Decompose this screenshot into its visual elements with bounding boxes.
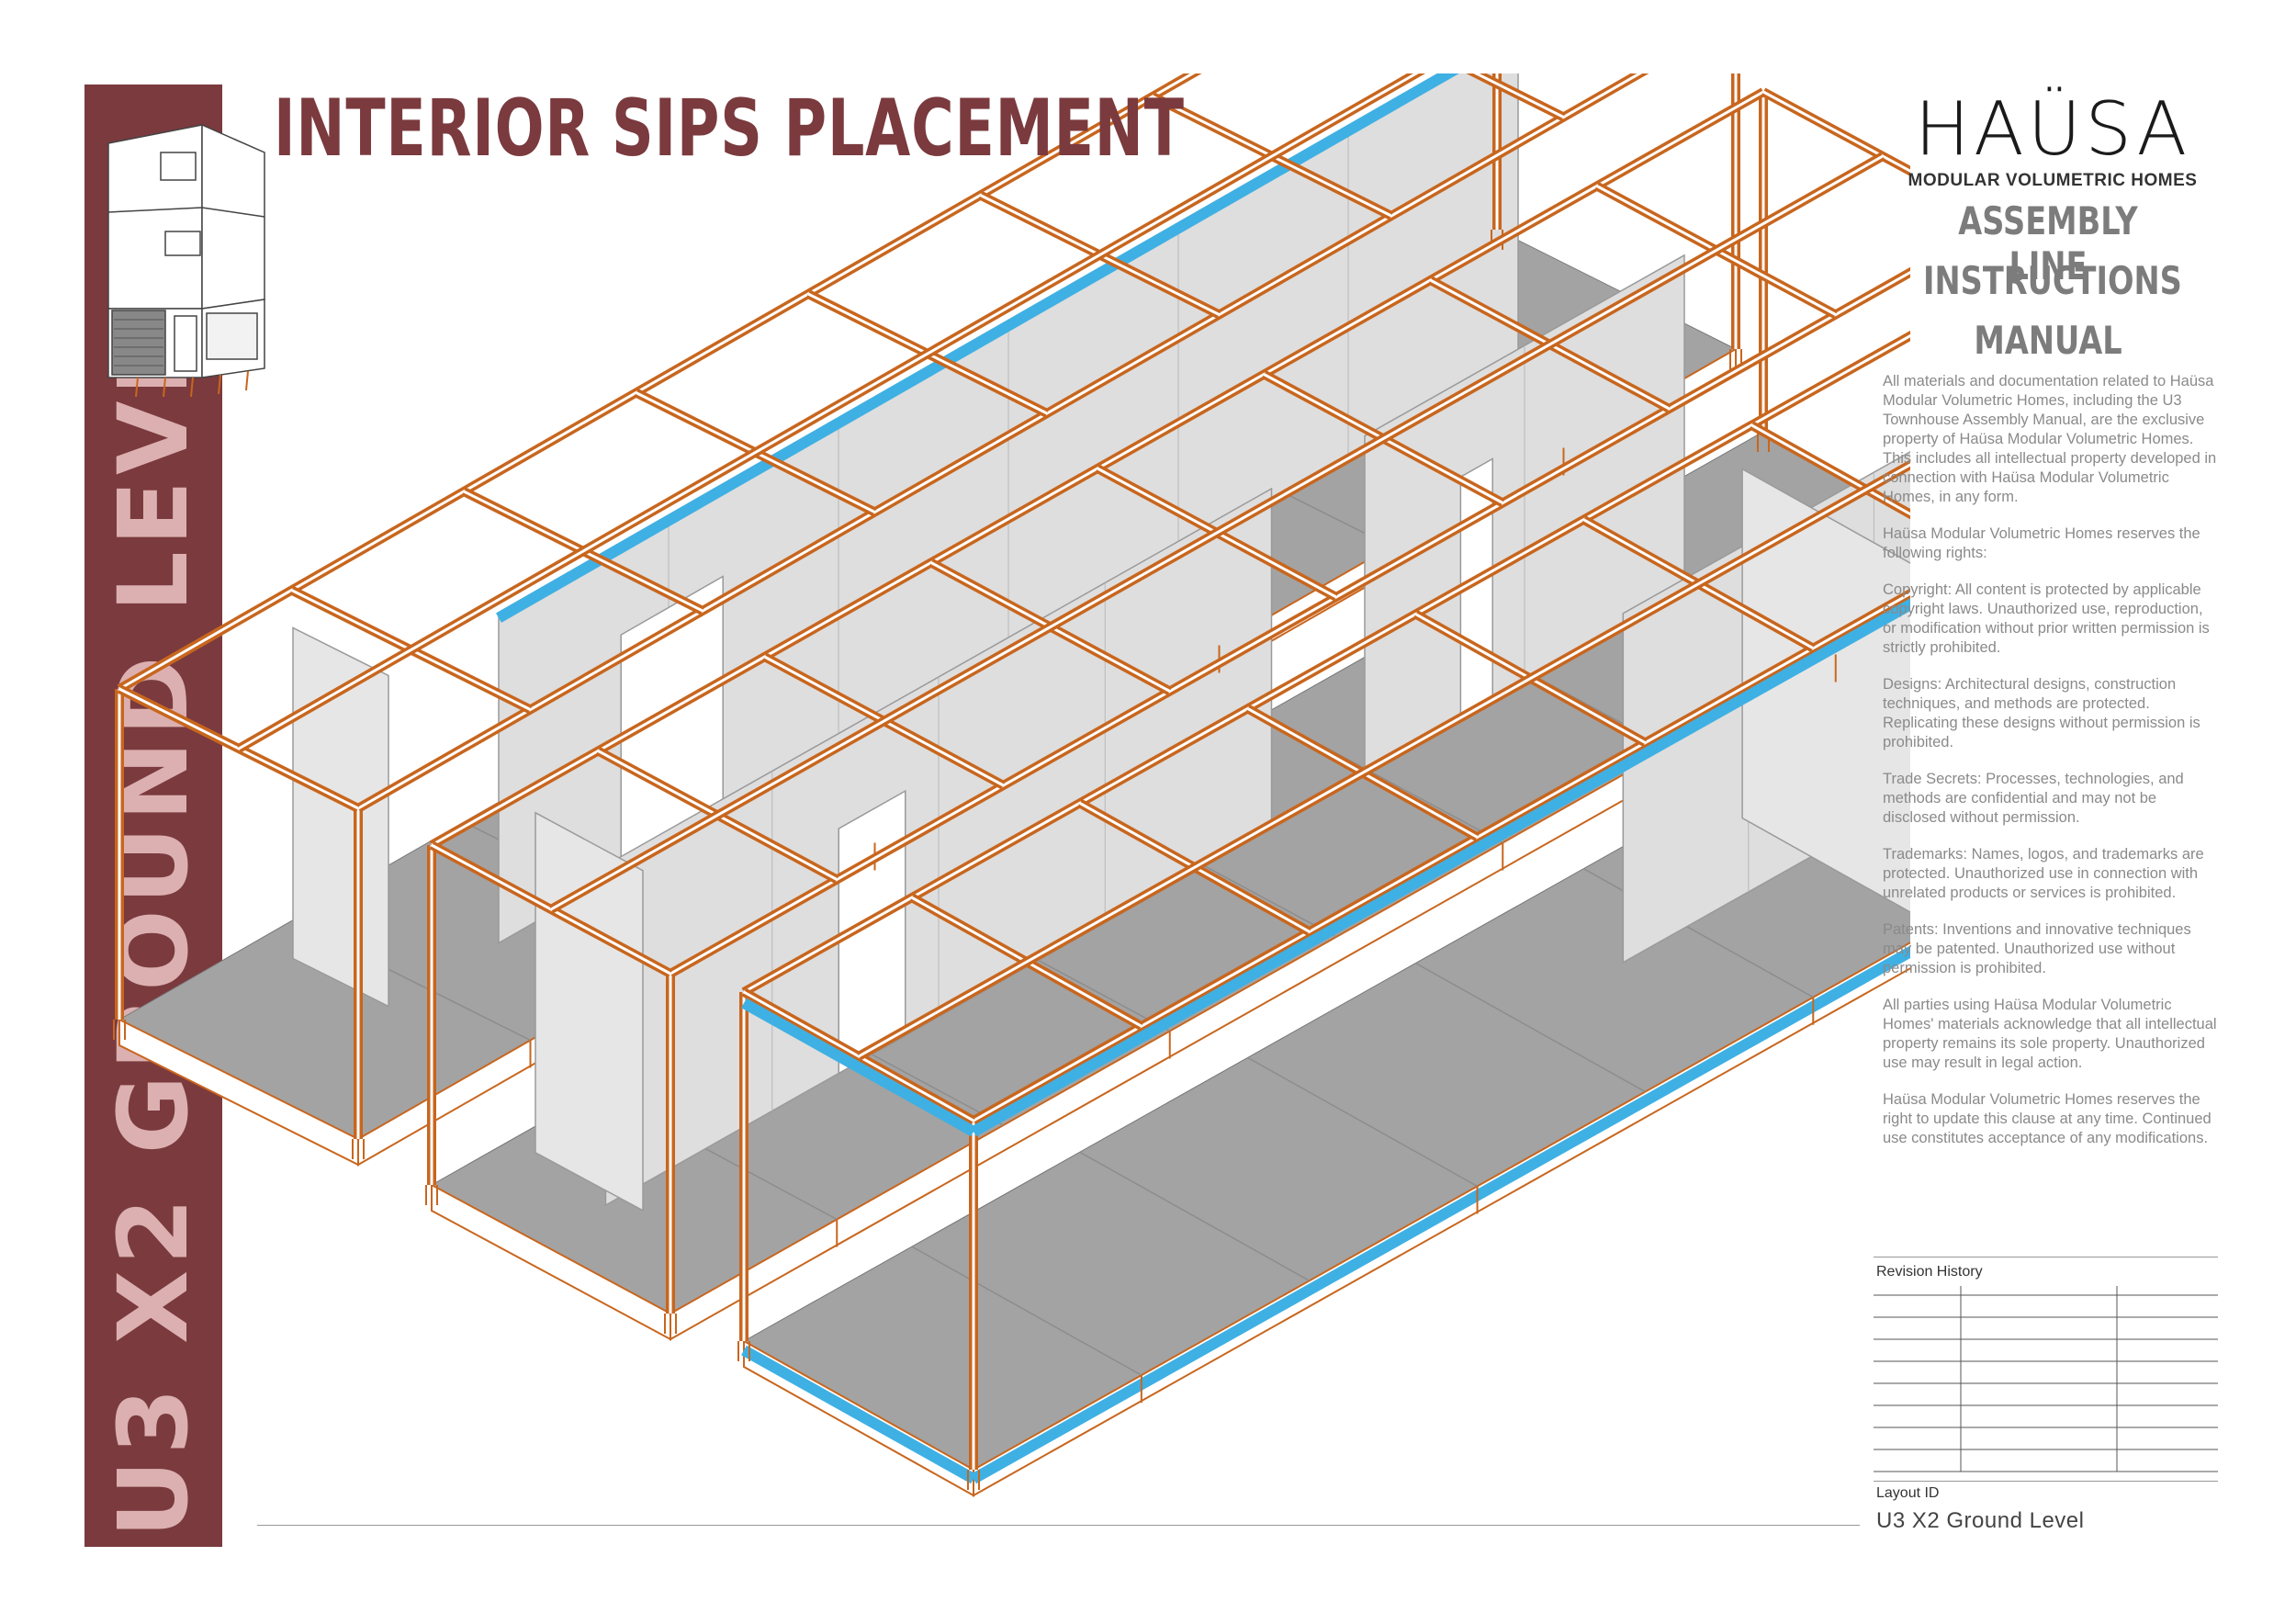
manual-title-line-1: ASSEMBLY LINE: [1958, 198, 2138, 288]
brand-tagline: MODULAR VOLUMETRIC HOMES: [1908, 171, 2198, 190]
revision-history-label: Revision History: [1876, 1264, 1983, 1280]
legal-paragraph: Designs: Architectural designs, construc…: [1883, 676, 2200, 750]
brand-logo: HAÜSA: [1914, 86, 2191, 172]
top-beam-highlight: [973, 592, 1910, 1122]
legal-paragraph: Trademarks: Names, logos, and trademarks…: [1883, 846, 2204, 901]
layout-id-label: Layout ID: [1876, 1485, 1940, 1501]
sip-cross-wall: [292, 626, 389, 1008]
layout-id-value: U3 X2 Ground Level: [1876, 1508, 2085, 1533]
sip-top-edge: [741, 998, 976, 1137]
sip-floor-edge: [971, 945, 1910, 1484]
footer-rule: [257, 1525, 1860, 1526]
legal-paragraph: Haüsa Modular Volumetric Homes reserves …: [1883, 525, 2200, 561]
floor-joint: [1079, 1151, 1311, 1281]
floor-joint: [1415, 962, 1646, 1093]
page-title: INTERIOR SIPS PLACEMENT: [274, 83, 1185, 175]
floor-joint: [1582, 868, 1814, 998]
roof-spine-highlight: [238, 73, 1419, 750]
roof-spine-highlight: [858, 463, 1910, 1058]
revision-table: [1874, 1286, 2218, 1472]
layout-divider: [1874, 1481, 2218, 1482]
legal-paragraph: All materials and documentation related …: [1883, 373, 2217, 505]
sip-top-edge: [496, 73, 1459, 623]
manual-title-line-3: MANUAL: [1974, 318, 2122, 363]
legal-paragraph: Copyright: All content is protected by a…: [1883, 581, 2210, 656]
legal-paragraph: Patents: Inventions and innovative techn…: [1883, 921, 2191, 976]
elevation-thumbnail: [107, 123, 265, 398]
top-beam: [1761, 87, 1910, 176]
door-opening: [838, 789, 906, 1075]
top-beam-highlight: [743, 333, 1910, 994]
legal-paragraph: Trade Secrets: Processes, technologies, …: [1883, 771, 2184, 826]
sip-floor-edge: [741, 1345, 976, 1484]
floor-edge: [670, 611, 1910, 1341]
sip-top-edge: [971, 598, 1910, 1137]
legal-notice: All materials and documentation related …: [1883, 372, 2218, 1166]
legal-paragraph: All parties using Haüsa Modular Volumetr…: [1883, 997, 2217, 1071]
sip-cross-wall: [535, 811, 644, 1212]
sip-cross-wall: [1741, 468, 1910, 913]
legal-paragraph: Haüsa Modular Volumetric Homes reserves …: [1883, 1091, 2212, 1146]
steel-frame-layer: [113, 73, 1910, 1490]
manual-title-line-2: INSTRUCTIONS: [1923, 258, 2182, 303]
roof-spine-highlight: [550, 154, 1884, 911]
roof-purlin-highlight: [1473, 73, 1565, 118]
floor-joint: [911, 1246, 1142, 1376]
isometric-module-drawing: [113, 73, 1910, 1497]
floor-joint: [1247, 1056, 1478, 1188]
